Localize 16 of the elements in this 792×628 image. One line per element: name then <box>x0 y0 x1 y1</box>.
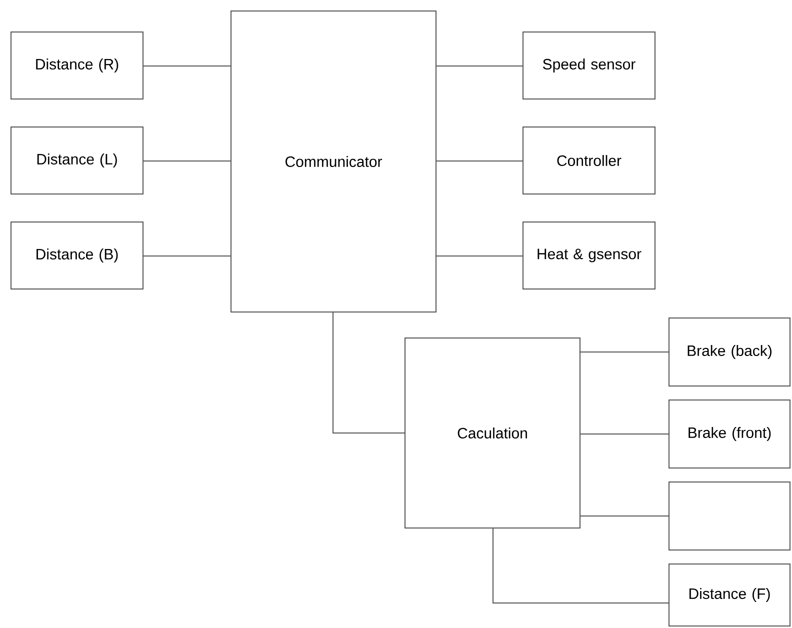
connector-line <box>143 160 231 162</box>
block-box: Heat & gsensor <box>522 222 656 290</box>
connector-line <box>332 312 405 434</box>
block-box: Brake (back) <box>668 318 790 386</box>
block-box: Speed sensor <box>522 32 656 100</box>
block-box: Caculation <box>404 338 580 528</box>
block-box: Distance (R) <box>10 32 144 100</box>
block-box: Distance (L) <box>10 126 144 194</box>
connector-line <box>436 160 523 162</box>
block-box: Distance (B) <box>10 222 144 290</box>
block-box: Communicator <box>230 10 436 312</box>
block-box: Controller <box>522 126 656 194</box>
connector-line <box>492 528 669 604</box>
block-box <box>668 482 790 550</box>
block-box: Distance (F) <box>668 564 790 626</box>
block-box: Brake (front) <box>668 400 790 468</box>
